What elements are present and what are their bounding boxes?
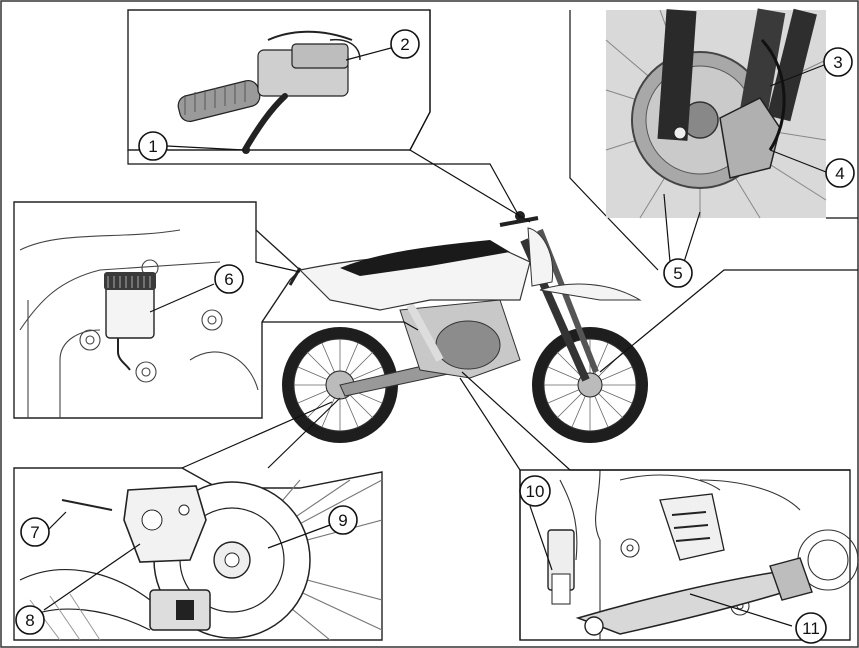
motorcycle-illustration: [282, 211, 648, 443]
callout-5: 5: [663, 258, 693, 288]
handlebar-grip-illustration: [177, 30, 361, 154]
callout-label: 9: [338, 511, 347, 530]
callout-9: 9: [328, 505, 358, 535]
callout-8: 8: [15, 605, 45, 635]
callout-label: 3: [833, 53, 842, 72]
callout-label: 8: [25, 611, 34, 630]
callout-label: 10: [526, 482, 545, 501]
callout-3: 3: [823, 47, 853, 77]
front-brake-caliper-photo-inset: [569, 8, 827, 219]
callout-2: 2: [390, 29, 420, 59]
callout-label: 11: [802, 619, 820, 638]
callout-label: 2: [400, 35, 409, 54]
callout-6: 6: [214, 264, 244, 294]
callout-label: 6: [224, 270, 233, 289]
callout-4: 4: [825, 158, 855, 188]
callout-10: 10: [519, 475, 551, 507]
callout-label: 5: [673, 264, 682, 283]
front-brake-lever-inset: [127, 9, 431, 154]
callout-7: 7: [20, 517, 50, 547]
callout-label: 1: [148, 137, 157, 156]
callout-label: 4: [835, 164, 844, 183]
leader-lines: [43, 10, 858, 640]
rear-brake-caliper-inset: [13, 467, 383, 641]
callout-1: 1: [138, 131, 168, 161]
callout-label: 7: [30, 523, 39, 542]
callout-11: 11: [795, 612, 827, 644]
rear-brake-reservoir-inset: [13, 201, 302, 419]
